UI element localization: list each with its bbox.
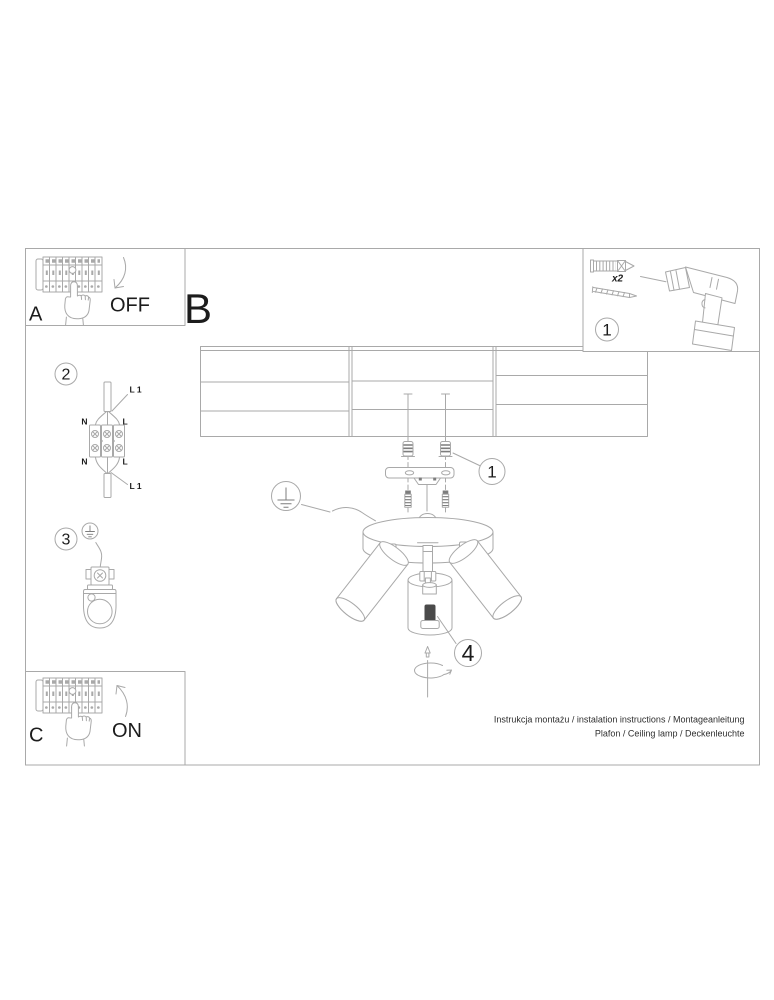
ceiling-lamp-illustration: 4 bbox=[335, 513, 523, 698]
screw-right bbox=[441, 489, 450, 508]
step4-badge: 4 bbox=[454, 639, 482, 667]
drill-icon bbox=[640, 266, 739, 351]
gu10-bulb bbox=[420, 604, 440, 629]
curved-arrow-down-icon bbox=[113, 257, 127, 289]
curved-arrow-up-icon bbox=[115, 685, 128, 717]
step1-number: 1 bbox=[487, 463, 496, 482]
step2-number: 2 bbox=[62, 367, 71, 384]
earth-callout bbox=[271, 481, 376, 522]
cable-top bbox=[103, 381, 112, 412]
step1-leader bbox=[452, 452, 480, 466]
step4-leader bbox=[437, 616, 457, 644]
section-b-label: B bbox=[184, 285, 212, 332]
footer-line2: Plafon / Ceiling lamp / Deckenleuchte bbox=[595, 729, 745, 739]
shade-left bbox=[335, 541, 409, 622]
wiring-diagram: L 1 N L N L L 1 bbox=[81, 381, 142, 498]
step3-badge: 3 bbox=[54, 527, 78, 551]
neutral-bottom-label: N bbox=[81, 457, 87, 467]
panel-c-label: C bbox=[29, 725, 43, 747]
panel-a-label: A bbox=[29, 304, 43, 326]
live-top-label: L 1 bbox=[130, 385, 142, 395]
lamp-bracket-part bbox=[82, 589, 117, 629]
mounting-screw-icon bbox=[591, 286, 637, 298]
line-bottom-label: L bbox=[123, 457, 128, 467]
breaker-box-icon bbox=[36, 678, 102, 713]
screw-left bbox=[404, 489, 412, 508]
live-top-leader bbox=[111, 394, 128, 412]
wall-anchor-right bbox=[438, 440, 453, 458]
cable-bottom bbox=[103, 473, 112, 498]
parts-step-badge: 1 bbox=[595, 317, 619, 342]
parts-panel: x2 1 bbox=[582, 248, 760, 352]
step4-number: 4 bbox=[462, 640, 475, 666]
ground-terminal bbox=[85, 566, 115, 590]
step2-badge: 2 bbox=[54, 362, 78, 386]
line-top-label: L bbox=[123, 417, 128, 427]
neutral-top-label: N bbox=[81, 417, 87, 427]
ceiling-illustration bbox=[200, 346, 648, 441]
ground-wire bbox=[332, 507, 376, 522]
ground-wire-small bbox=[95, 542, 103, 567]
sheet-border bbox=[25, 248, 760, 766]
earth-symbol-small bbox=[81, 522, 99, 540]
breaker-box-icon bbox=[36, 257, 102, 292]
footer-line1: Instrukcja montażu / instalation instruc… bbox=[494, 715, 745, 725]
rotation-arrow-icon bbox=[414, 646, 452, 698]
grounding-step: 3 bbox=[54, 522, 117, 629]
live-bottom-leader bbox=[110, 472, 128, 485]
parts-step-number: 1 bbox=[602, 321, 611, 340]
center-stem bbox=[417, 542, 439, 587]
step1-badge: 1 bbox=[478, 458, 506, 485]
bulb-socket bbox=[422, 582, 437, 595]
off-label: OFF bbox=[110, 295, 150, 317]
live-bottom-label: L 1 bbox=[130, 481, 142, 491]
anchor-quantity-label: x2 bbox=[611, 274, 624, 285]
step3-number: 3 bbox=[62, 532, 71, 549]
panel-a: OFF A bbox=[25, 248, 186, 326]
mounting-hardware: 1 bbox=[385, 439, 506, 515]
wall-anchor-left bbox=[400, 440, 416, 458]
wiring-step: 2 L 1 N L N L L 1 bbox=[54, 362, 142, 498]
terminal-strip bbox=[89, 424, 125, 458]
shade-right bbox=[448, 539, 523, 620]
mounting-bracket bbox=[385, 467, 455, 512]
earth-leader bbox=[301, 504, 331, 513]
on-label: ON bbox=[112, 720, 142, 742]
wall-plug-icon bbox=[590, 259, 635, 273]
panel-c: ON C bbox=[25, 671, 186, 766]
